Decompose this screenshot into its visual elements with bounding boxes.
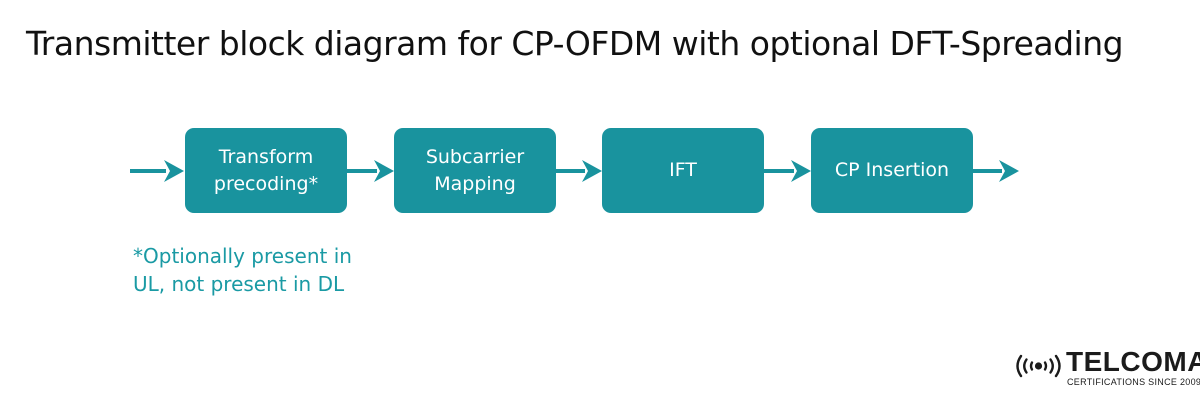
footnote: *Optionally present in UL, not present i…: [133, 242, 352, 298]
arrow-1-to-2: [347, 160, 394, 182]
logo-tagline: CERTIFICATIONS SINCE 2009: [1067, 377, 1200, 387]
output-arrow: [972, 160, 1019, 182]
arrow-3-to-4: [764, 160, 811, 182]
ift-block: IFT: [602, 128, 764, 213]
page-title: Transmitter block diagram for CP-OFDM wi…: [26, 24, 1124, 63]
subcarrier-mapping-block: Subcarrier Mapping: [394, 128, 556, 213]
block-label-line: IFT: [669, 159, 697, 181]
transform-precoding-block: Transform precoding*: [185, 128, 347, 213]
footnote-line: *Optionally present in: [133, 244, 352, 268]
logo-name: TELCOMA: [1066, 346, 1200, 377]
block-label-line: precoding*: [213, 172, 319, 195]
input-arrow: [130, 160, 184, 182]
signal-broadcast-icon: [1016, 354, 1061, 378]
arrow-2-to-3: [556, 160, 602, 182]
footnote-line: UL, not present in DL: [133, 272, 345, 296]
block-label-line: CP Insertion: [834, 159, 950, 181]
telcoma-logo: TELCOMA CERTIFICATIONS SINCE 2009: [1012, 347, 1200, 389]
cp-insertion-block: CP Insertion: [811, 128, 973, 213]
block-label-line: Mapping: [434, 172, 516, 195]
block-label-line: Subcarrier: [425, 145, 525, 168]
block-label-line: Transform: [218, 145, 314, 168]
